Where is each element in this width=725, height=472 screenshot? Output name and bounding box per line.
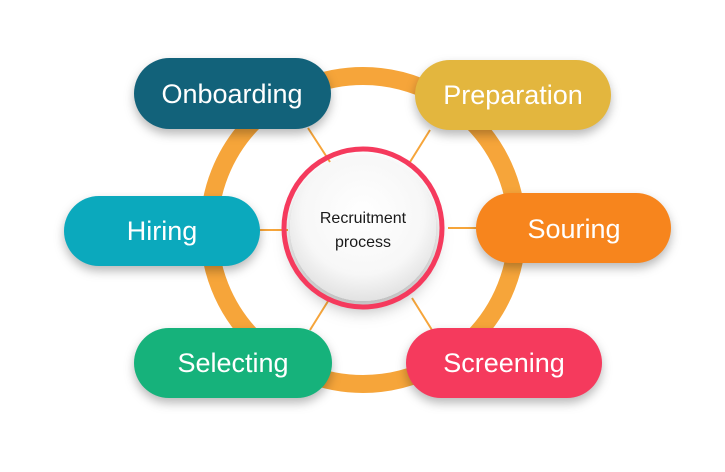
stage-preparation-label: Preparation bbox=[443, 80, 583, 110]
stage-hiring[interactable]: Hiring bbox=[64, 196, 260, 266]
stage-souring[interactable]: Souring bbox=[476, 193, 671, 263]
stage-hiring-label: Hiring bbox=[127, 216, 198, 246]
stage-souring-label: Souring bbox=[527, 214, 620, 244]
connector-preparation bbox=[409, 129, 431, 163]
stage-onboarding-label: Onboarding bbox=[161, 79, 302, 109]
stage-selecting-pill[interactable] bbox=[134, 328, 332, 398]
connector-selecting bbox=[309, 297, 331, 331]
stage-selecting-label: Selecting bbox=[177, 348, 288, 378]
stage-screening-label: Screening bbox=[443, 348, 565, 378]
center-node: Recruitment process bbox=[281, 146, 445, 310]
center-ring bbox=[281, 146, 445, 310]
connector-screening bbox=[411, 297, 433, 331]
center-label-line2: process bbox=[335, 234, 391, 251]
stage-onboarding[interactable]: Onboarding bbox=[134, 58, 331, 129]
stage-souring-pill[interactable] bbox=[476, 193, 671, 263]
stage-selecting[interactable]: Selecting bbox=[134, 328, 332, 398]
center-circle bbox=[290, 155, 436, 301]
stage-preparation[interactable]: Preparation bbox=[415, 60, 611, 130]
stage-hiring-pill[interactable] bbox=[64, 196, 260, 266]
center-label-line1: Recruitment bbox=[320, 210, 407, 227]
stage-onboarding-pill[interactable] bbox=[134, 58, 331, 129]
stage-screening-pill[interactable] bbox=[406, 328, 602, 398]
stage-screening[interactable]: Screening bbox=[406, 328, 602, 398]
stage-preparation-pill[interactable] bbox=[415, 60, 611, 130]
